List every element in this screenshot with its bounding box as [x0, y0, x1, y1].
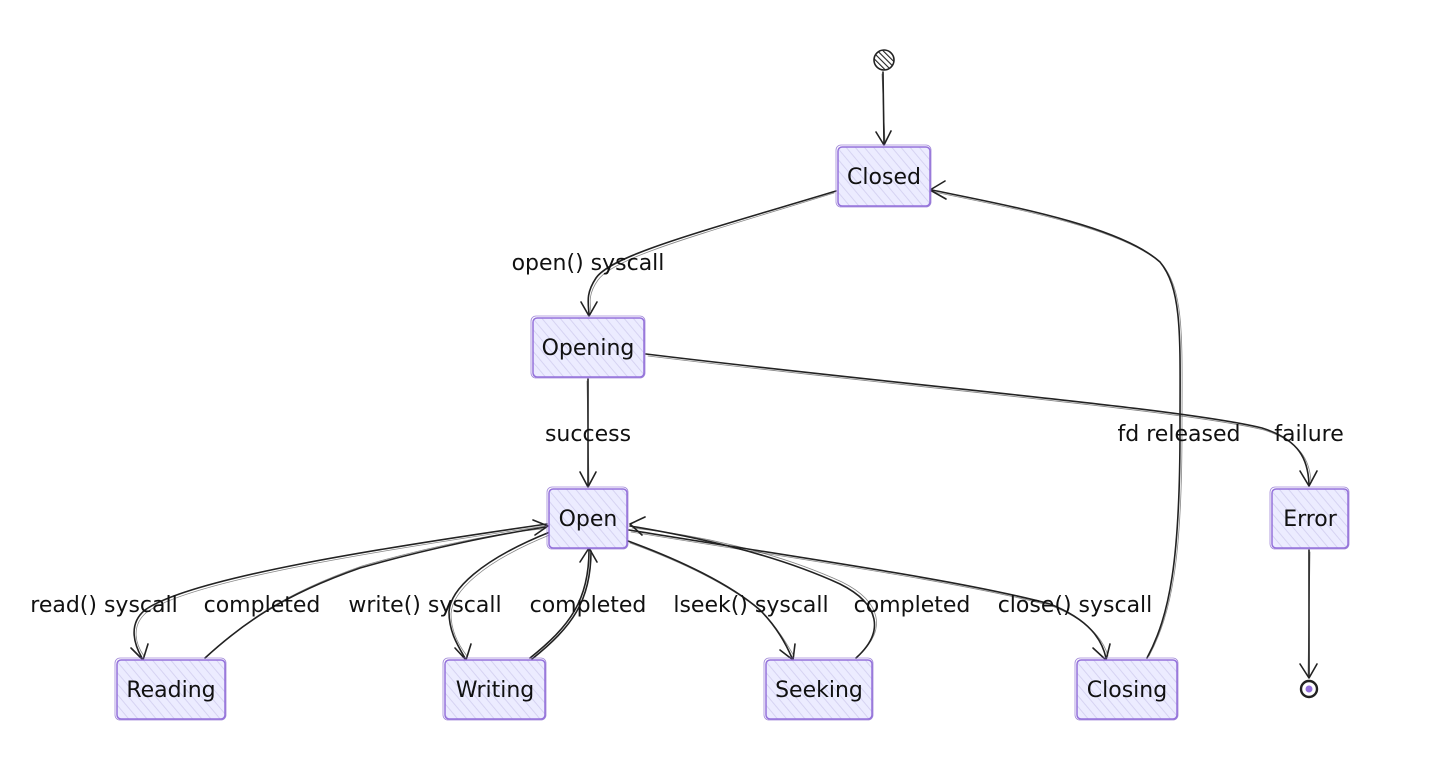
edge-error-to-end: [1299, 549, 1318, 679]
label-write-completed: completed: [530, 593, 647, 618]
state-closing: Closing: [1074, 657, 1179, 721]
state-opening-label: Opening: [542, 336, 635, 361]
label-success: success: [545, 422, 631, 447]
label-read-completed: completed: [204, 593, 321, 618]
state-error-label: Error: [1283, 507, 1338, 532]
end-state-marker: [1299, 679, 1319, 699]
edge-open-to-reading: [130, 523, 548, 661]
state-writing-label: Writing: [456, 678, 535, 703]
state-writing: Writing: [442, 657, 547, 721]
label-open-syscall: open() syscall: [512, 251, 665, 276]
label-write-syscall: write() syscall: [348, 593, 501, 618]
state-seeking: Seeking: [763, 657, 874, 721]
state-closing-label: Closing: [1087, 678, 1167, 703]
label-close-syscall: close() syscall: [998, 593, 1153, 618]
edge-start-to-closed: [875, 71, 892, 146]
state-closed-label: Closed: [847, 165, 921, 190]
edge-reading-to-open: [204, 519, 549, 659]
label-seek-completed: completed: [854, 593, 971, 618]
state-seeking-label: Seeking: [775, 678, 863, 703]
label-lseek-syscall: lseek() syscall: [673, 593, 828, 618]
state-reading: Reading: [114, 657, 227, 721]
edge-labels: open() syscall success failure fd releas…: [30, 251, 1343, 618]
label-read-syscall: read() syscall: [30, 593, 177, 618]
label-fd-released: fd released: [1118, 422, 1241, 447]
label-failure: failure: [1274, 422, 1344, 447]
state-opening: Opening: [530, 315, 646, 379]
state-open: Open: [546, 486, 629, 550]
start-state-marker: [873, 49, 895, 71]
edge-opening-to-error: [645, 353, 1318, 487]
state-open-label: Open: [559, 507, 618, 532]
state-reading-label: Reading: [126, 678, 215, 703]
state-closed: Closed: [835, 144, 932, 208]
edges: [130, 71, 1318, 679]
state-error: Error: [1269, 486, 1350, 550]
